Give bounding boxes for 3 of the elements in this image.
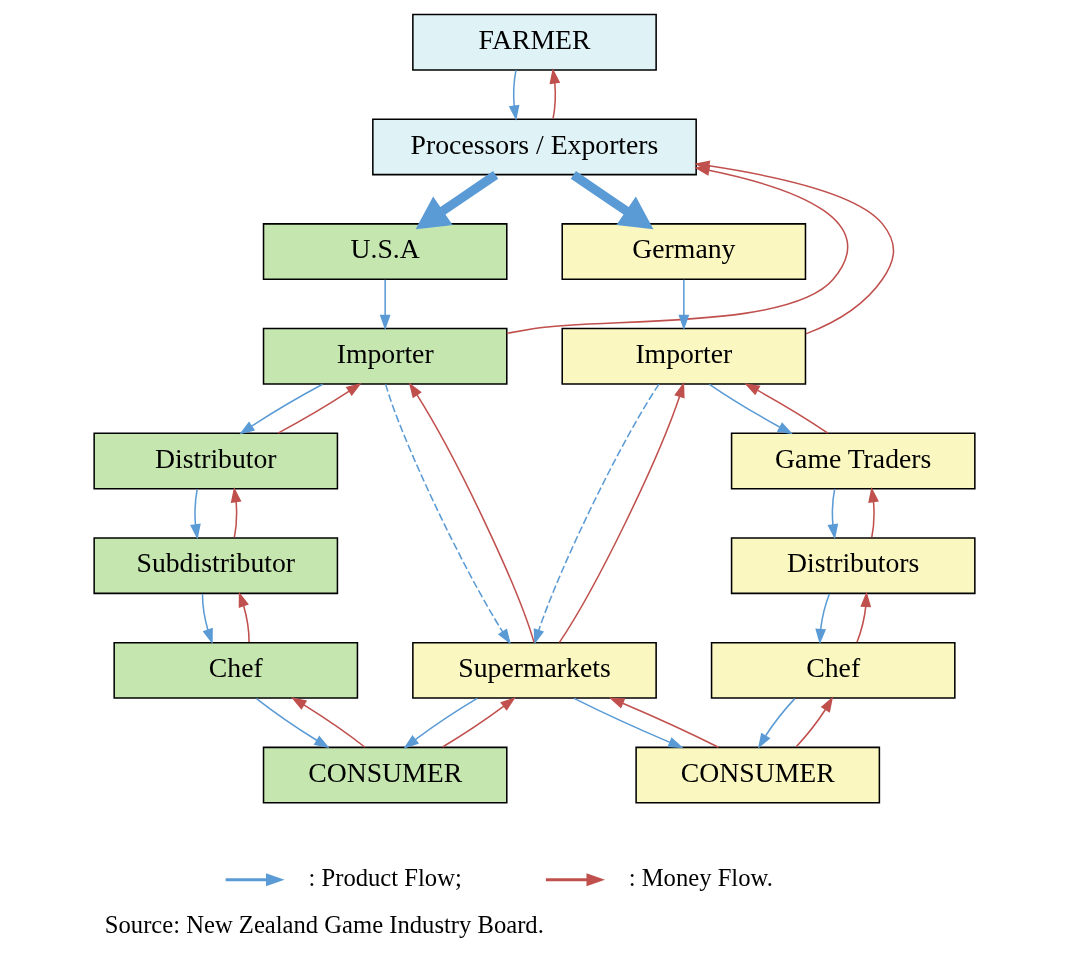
caption: Source: New Zealand Game Industry Board. [104,911,544,939]
legend-label: : Product Flow; [308,863,462,891]
legend-label: : Money Flow. [628,863,773,891]
